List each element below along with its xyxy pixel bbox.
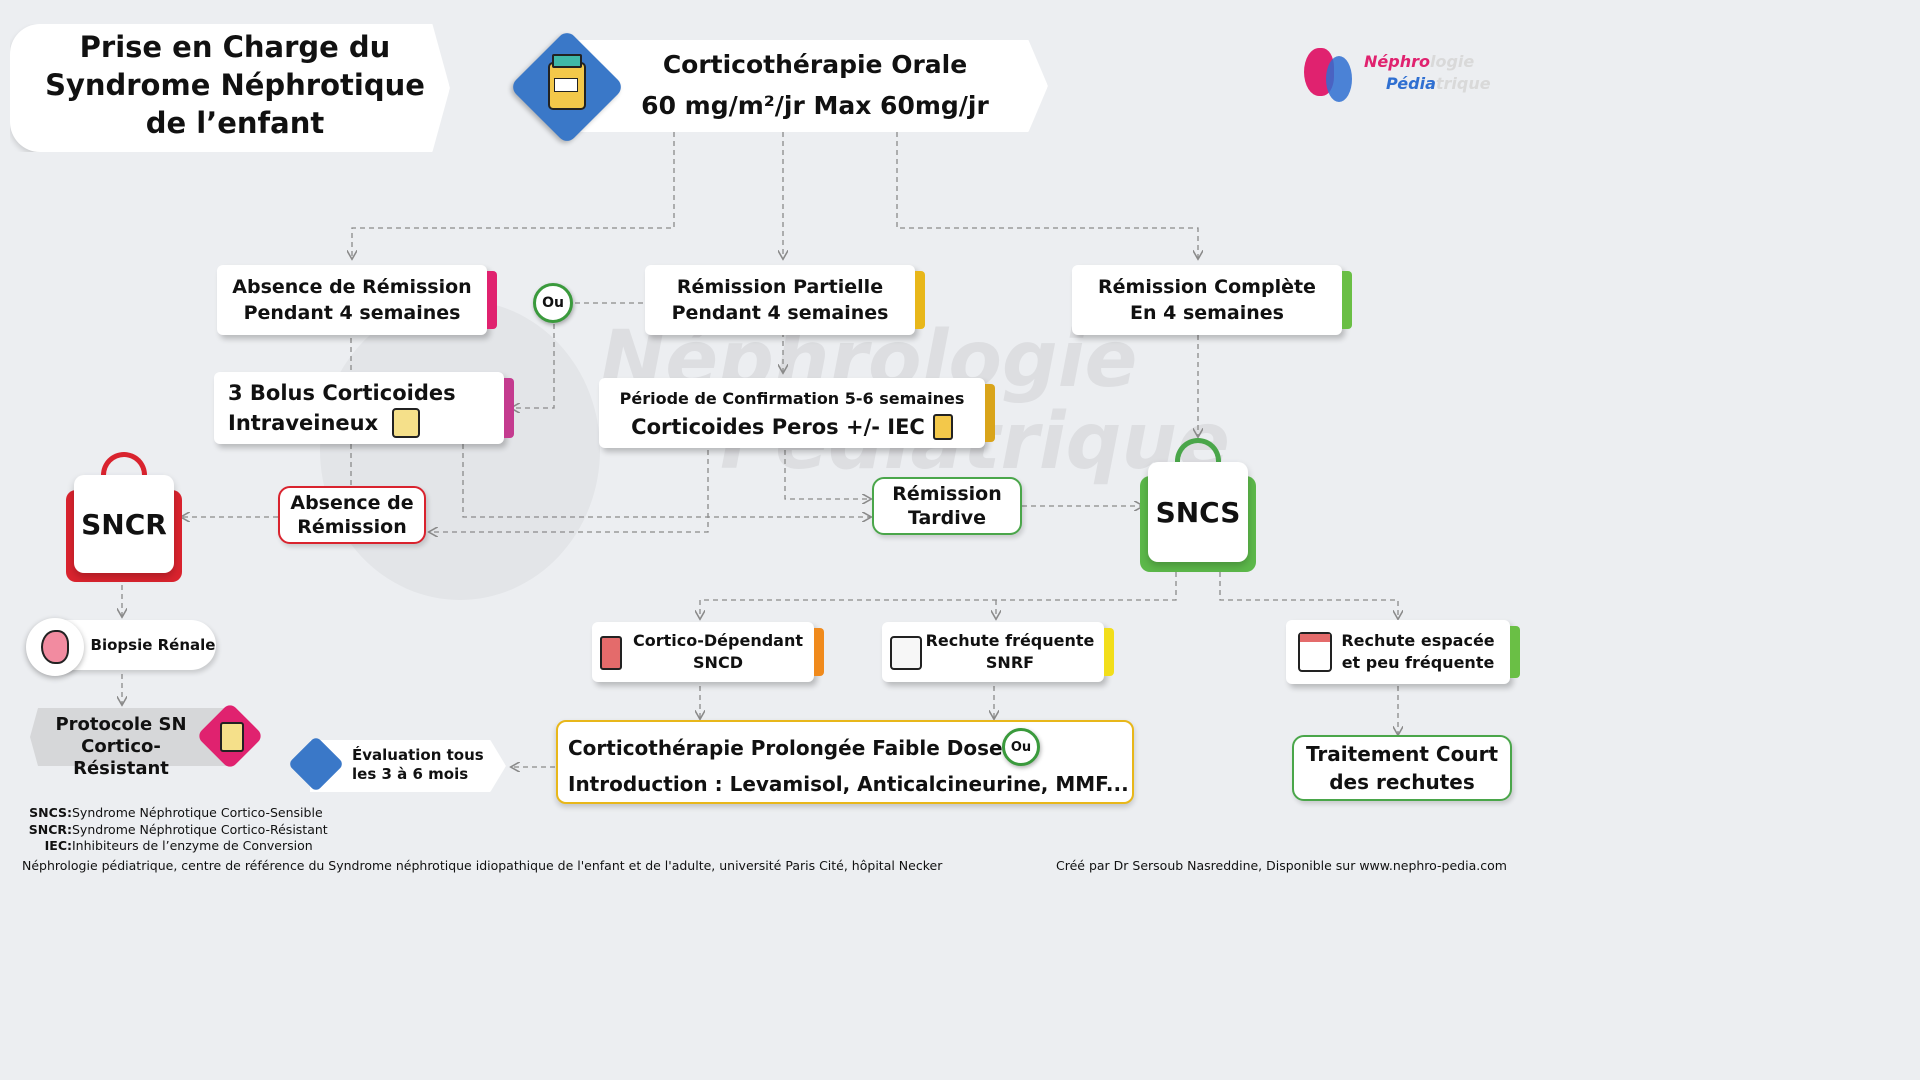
rechute-frequente-line2: SNRF: [985, 653, 1035, 672]
rechute-espacee-line2: et peu fréquente: [1341, 653, 1495, 672]
header-line1: Corticothérapie Orale: [662, 50, 968, 79]
footer-right: Créé par Dr Sersoub Nasreddine, Disponib…: [1056, 858, 1507, 873]
traitement-court-box: Traitement Court des rechutes: [1292, 735, 1512, 801]
gold-tab: [985, 384, 995, 442]
logo: Néphrologie Pédiatrique: [1300, 44, 1500, 114]
cortico-dependant-card: Cortico-Dépendant SNCD: [592, 622, 824, 682]
remission-complete-line1: Rémission Complète: [1098, 276, 1316, 298]
biopsie-label: Biopsie Rénale: [90, 636, 216, 654]
page-title: Prise en Charge du Syndrome Néphrotique …: [10, 28, 460, 142]
rechute-espacee-line1: Rechute espacée: [1341, 631, 1495, 650]
green-tab-2: [1510, 626, 1520, 678]
protocole-line2: Cortico-Résistant: [73, 736, 169, 779]
green-tab: [1342, 271, 1352, 329]
remission-partielle-card: Rémission Partielle Pendant 4 semaines: [645, 265, 925, 335]
remission-complete-card: Rémission Complète En 4 semaines: [1072, 265, 1352, 335]
confirmation-card: Période de Confirmation 5-6 semaines Cor…: [599, 378, 995, 448]
sncs-handle: [1175, 438, 1221, 478]
protocole-text: Protocole SN Cortico-Résistant: [36, 714, 206, 780]
cortico-dependant-line1: Cortico-Dépendant: [633, 631, 803, 650]
iv-drip-icon: [392, 408, 421, 438]
remission-tardive-line2: Tardive: [907, 507, 987, 529]
abbreviation-legend: SNCS:Syndrome Néphrotique Cortico-Sensib…: [22, 805, 328, 855]
orange-tab: [814, 628, 824, 676]
cortico-dependant-line2: SNCD: [693, 653, 743, 672]
legend-text-2: Syndrome Néphrotique Cortico-Résistant: [72, 821, 328, 837]
bolus-card: 3 Bolus Corticoides Intraveineux: [214, 372, 514, 444]
calendar-check-icon: [1298, 632, 1332, 672]
absence-remission-card: Absence de Rémission Pendant 4 semaines: [217, 265, 497, 335]
confirmation-line1: Période de Confirmation 5-6 semaines: [619, 389, 965, 408]
logo-foot-icon: [1326, 56, 1352, 102]
evaluation-banner: [310, 740, 506, 792]
logo-text-a2: logie: [1429, 52, 1475, 71]
page-title-line2: Syndrome Néphrotique: [45, 68, 425, 102]
pill-jar-icon: [600, 636, 622, 670]
watermark-foot-icon: [320, 300, 600, 600]
bolus-line2: Intraveineux: [228, 411, 379, 435]
bolus-line1: 3 Bolus Corticoides: [228, 381, 456, 405]
evaluation-line2: les 3 à 6 mois: [352, 765, 469, 783]
rechute-frequente-line1: Rechute fréquente: [925, 631, 1095, 650]
magenta-tab: [504, 378, 514, 438]
header-banner: [560, 40, 1048, 132]
protocole-line1: Protocole SN: [55, 714, 187, 735]
prolongee-line2: Introduction : Levamisol, Anticalcineuri…: [568, 772, 1129, 796]
remission-tardive-line1: Rémission: [892, 483, 1002, 505]
sncs-box: SNCS: [1148, 462, 1248, 562]
pink-tab: [487, 271, 497, 329]
ou-badge-top: Ou: [533, 283, 573, 323]
header-text: Corticothérapie Orale 60 mg/m²/jr Max 60…: [610, 44, 1020, 126]
legend-abbr-2: SNCR:: [28, 821, 72, 837]
legend-abbr-3: IEC:: [44, 838, 72, 853]
footer-left: Néphrologie pédiatrique, centre de référ…: [22, 858, 943, 873]
sncr-box: SNCR: [74, 475, 174, 573]
header-line2: 60 mg/m²/jr Max 60mg/jr: [641, 91, 989, 120]
kidney-biopsy-icon: [26, 618, 84, 676]
absence-de-remission-line2: Rémission: [297, 516, 407, 538]
absence-remission-line1: Absence de Rémission: [232, 276, 472, 298]
prolongee-text: Corticothérapie Prolongée Faible Dose In…: [568, 730, 1129, 802]
protocole-banner: [30, 708, 230, 766]
page-title-line3: de l’enfant: [145, 106, 325, 140]
yellow-tab: [915, 271, 925, 329]
absence-de-remission-line1: Absence de: [290, 492, 414, 514]
logo-text-a1: Néphro: [1364, 52, 1430, 71]
evaluation-line1: Évaluation tous: [352, 746, 484, 764]
absence-de-remission-box: Absence de Rémission: [278, 486, 426, 544]
legend-text-1: Syndrome Néphrotique Cortico-Sensible: [72, 805, 323, 820]
remission-partielle-line1: Rémission Partielle: [676, 276, 884, 298]
absence-remission-line2: Pendant 4 semaines: [243, 302, 461, 324]
logo-text-b2: trique: [1435, 74, 1491, 93]
sncr-handle: [101, 452, 147, 492]
legend-abbr-1: SNCS:: [29, 805, 72, 820]
page-title-line1: Prise en Charge du: [79, 30, 391, 64]
rechute-espacee-card: Rechute espacée et peu fréquente: [1286, 620, 1520, 684]
logo-text-b1: Pédia: [1386, 74, 1436, 93]
connector-lines: [0, 132, 1568, 882]
pill-bottle-glyph: [548, 54, 586, 110]
confirmation-line2: Corticoides Peros +/- IEC: [631, 415, 925, 439]
yellow-tab-2: [1104, 628, 1114, 676]
rechute-frequente-card: Rechute fréquente SNRF: [882, 622, 1114, 682]
remission-complete-line2: En 4 semaines: [1129, 302, 1284, 324]
title-banner: [10, 24, 450, 152]
iv-protocol-glyph: [220, 722, 244, 752]
pill-bottle-small-icon: [932, 414, 953, 440]
traitement-court-line2: des rechutes: [1329, 770, 1475, 794]
ou-badge-bottom: Ou: [1002, 728, 1040, 766]
prolongee-line1: Corticothérapie Prolongée Faible Dose: [568, 736, 1003, 760]
remission-partielle-line2: Pendant 4 semaines: [671, 302, 889, 324]
remission-tardive-box: Rémission Tardive: [872, 477, 1022, 535]
traitement-court-line1: Traitement Court: [1305, 742, 1499, 766]
prolongee-box: [556, 720, 1134, 804]
legend-text-3: Inhibiteurs de l’enzyme de Conversion: [72, 838, 313, 853]
evaluation-text: Évaluation tous les 3 à 6 mois: [352, 746, 484, 784]
calendar-pills-icon: [890, 636, 922, 670]
